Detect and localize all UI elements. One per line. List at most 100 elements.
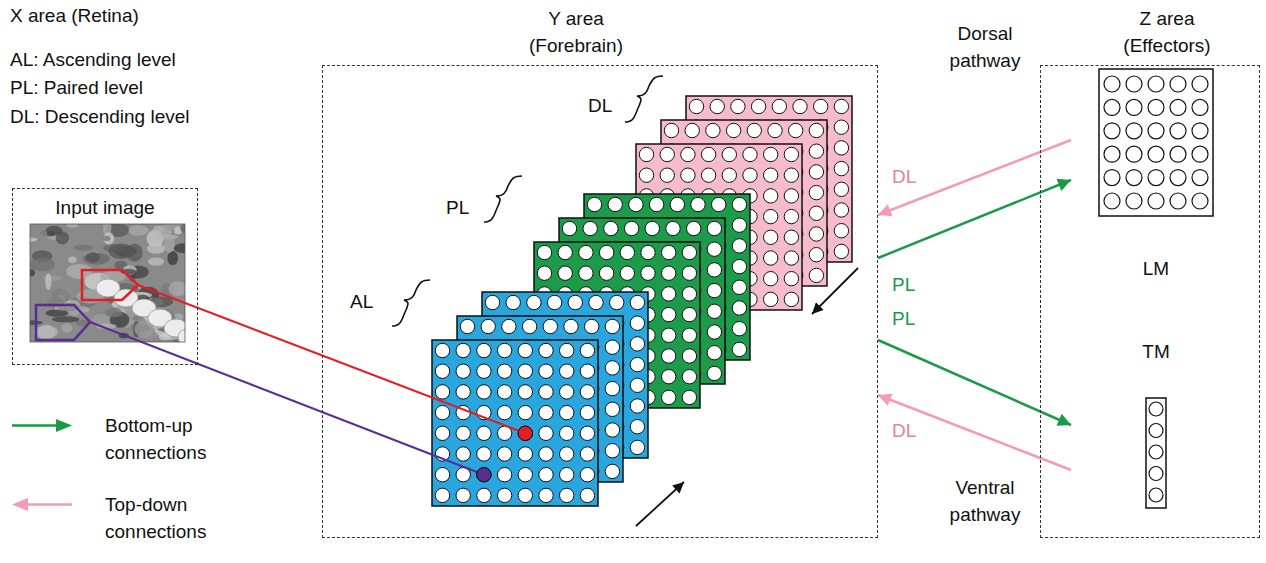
neuron [784, 251, 798, 265]
neuron [608, 197, 622, 211]
neuron [630, 295, 644, 309]
retina-input-box: Input image [12, 188, 198, 365]
level-tag: AL [350, 288, 373, 315]
neuron [834, 182, 848, 196]
neuron [518, 468, 532, 482]
node-title: Input image [13, 189, 197, 221]
type-motor: TM [1071, 338, 1241, 509]
neuron [682, 390, 696, 404]
neuron [605, 423, 619, 437]
neuron [732, 218, 746, 232]
neuron [579, 266, 593, 280]
flow-arrow [812, 268, 858, 314]
neuron [456, 488, 470, 502]
neuron [558, 266, 572, 280]
legend-text: Bottom-up connections [105, 412, 225, 466]
motor-neuron [1148, 99, 1164, 115]
neuron [620, 245, 634, 259]
neuron [560, 447, 574, 461]
neuron [764, 189, 778, 203]
neuron [543, 319, 557, 333]
neuron [707, 346, 721, 360]
neuron [456, 385, 470, 399]
photo-ground [30, 224, 185, 342]
motor-neuron [1192, 170, 1208, 186]
foliage [30, 257, 55, 271]
neuron [743, 168, 757, 182]
neuron [539, 364, 553, 378]
pathway-label: Ventral pathway [937, 474, 1033, 528]
neuron [685, 123, 699, 137]
neuron [687, 221, 701, 235]
neuron [641, 245, 655, 259]
photo-frame [30, 224, 185, 342]
foliage [180, 224, 185, 232]
neuron [580, 447, 594, 461]
motor-neuron [1148, 146, 1164, 162]
foliage [66, 264, 92, 279]
node-title: TM [1142, 338, 1169, 365]
neuron [539, 385, 553, 399]
receptive-fields [36, 270, 533, 482]
legend-line [24, 503, 72, 506]
neuron [793, 99, 807, 113]
foliage [46, 226, 62, 235]
neuron [764, 147, 778, 161]
column-frame [1146, 398, 1166, 508]
neuron [518, 343, 532, 357]
neuron [605, 381, 619, 395]
neuron [558, 245, 572, 259]
legend-text: Top-down connections [105, 491, 225, 545]
motor-neuron [1126, 123, 1142, 139]
foliage [128, 225, 149, 236]
legend-sample [10, 412, 90, 439]
neuron [610, 295, 624, 309]
neuron [560, 405, 574, 419]
grid-frame [1099, 69, 1213, 216]
neuron [481, 319, 495, 333]
sheet-plane [432, 340, 598, 506]
neuron [485, 295, 499, 309]
neuron [707, 242, 721, 256]
foliage [52, 288, 71, 303]
area-title: X area (Retina) [10, 2, 139, 29]
neuron [707, 283, 721, 297]
motor-neuron [1149, 467, 1163, 481]
neuron [641, 266, 655, 280]
foliage [169, 281, 185, 296]
neuron [732, 197, 746, 211]
neuron [639, 168, 653, 182]
neuron [666, 221, 680, 235]
neuron [580, 426, 594, 440]
neuron [583, 221, 597, 235]
receptive-field [82, 270, 138, 300]
effector-area: LMTMZ area (Effectors) [1040, 65, 1260, 538]
neuron [630, 440, 644, 454]
edge-label: DL [890, 166, 918, 188]
neuron [435, 426, 449, 440]
neuron [506, 295, 520, 309]
motor-neuron [1104, 76, 1120, 92]
neuron [682, 245, 696, 259]
neuron [435, 343, 449, 357]
neuron [784, 147, 798, 161]
node-title: Z area (Effectors) [1102, 5, 1232, 59]
neuron [662, 370, 676, 384]
neuron-sheets [432, 96, 852, 506]
neuron [539, 343, 553, 357]
receptive-field [36, 305, 90, 340]
edge-label: PL [890, 308, 917, 330]
neuron [539, 468, 553, 482]
motor-neuron [1148, 123, 1164, 139]
neuron [605, 361, 619, 375]
neuron [764, 292, 778, 306]
legend-arrowhead [12, 498, 28, 511]
neuron [809, 268, 823, 282]
motor-neuron [1170, 123, 1186, 139]
neuron [435, 488, 449, 502]
neuron [834, 161, 848, 175]
motor-neuron [1192, 99, 1208, 115]
neuron [497, 447, 511, 461]
field-line [90, 322, 484, 475]
neuron [580, 364, 594, 378]
